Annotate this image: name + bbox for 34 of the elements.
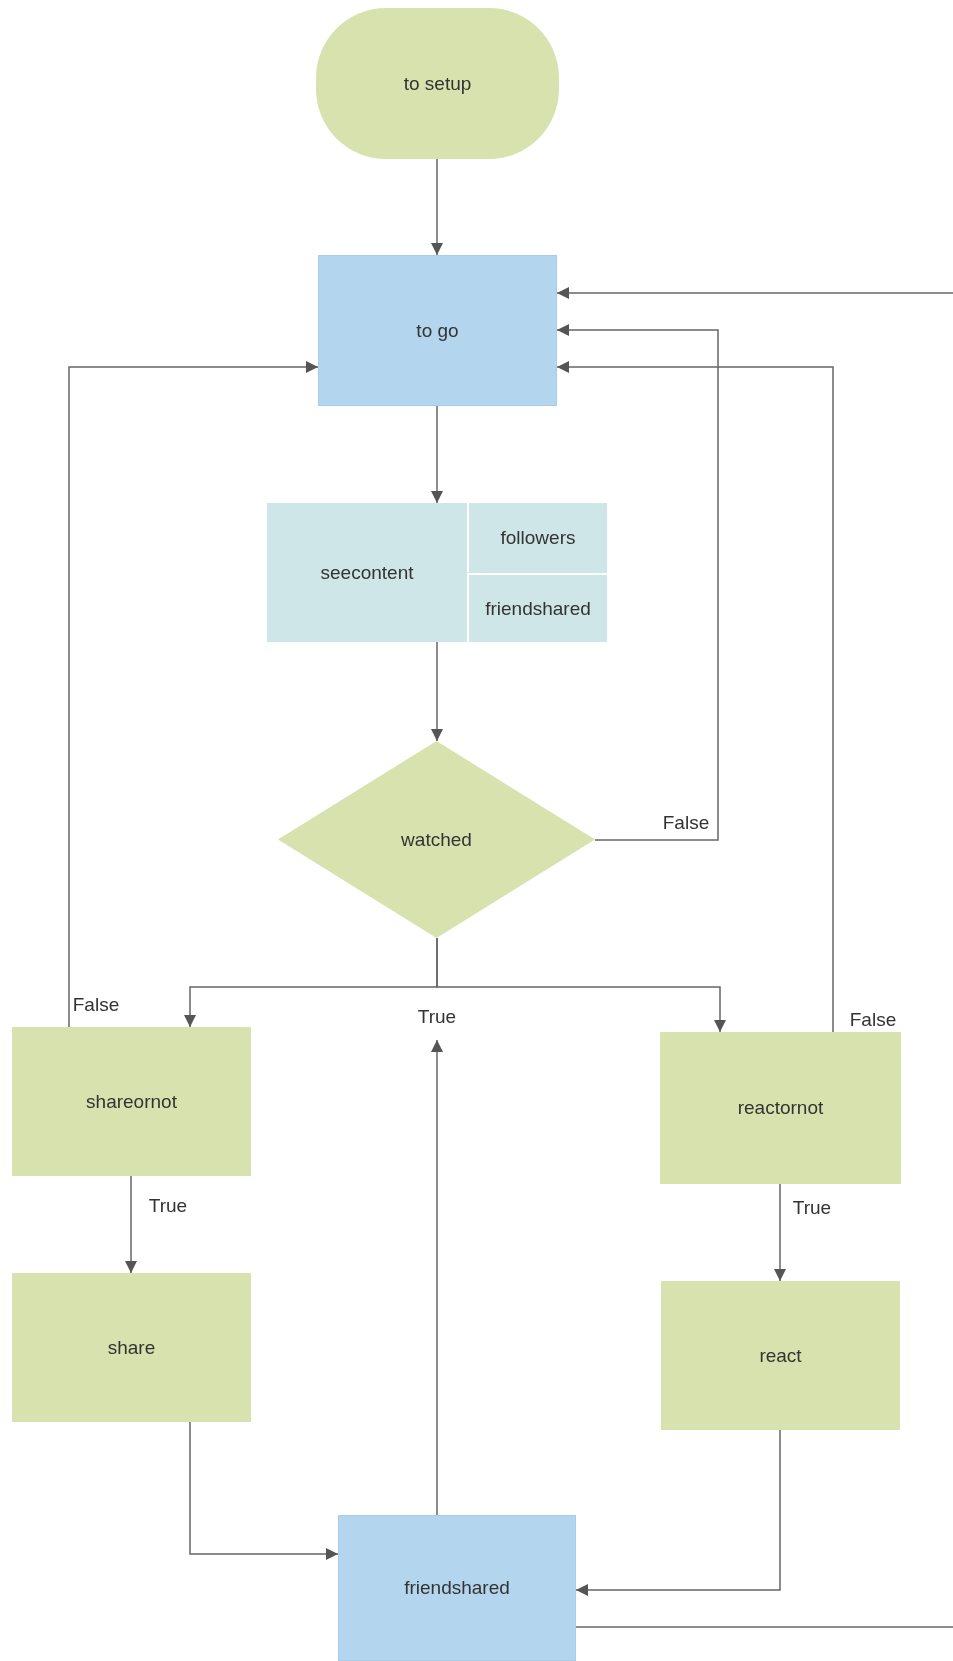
arrow xyxy=(431,405,443,504)
node-text: to go xyxy=(416,319,459,342)
arrow xyxy=(431,641,443,742)
node-text: reactornot xyxy=(737,1097,824,1119)
arrow xyxy=(189,1421,339,1560)
node-text: seecontent xyxy=(319,560,415,585)
node-text: followers xyxy=(500,526,576,549)
process-box xyxy=(12,1273,251,1422)
arrow xyxy=(556,287,953,299)
arrow xyxy=(556,324,719,841)
arrow xyxy=(431,158,443,256)
arrow xyxy=(575,1429,781,1596)
node-text: watched xyxy=(401,828,472,851)
process-box xyxy=(338,1515,576,1661)
process-box xyxy=(660,1032,901,1184)
node-text: friendshared xyxy=(404,1577,510,1599)
arrow xyxy=(431,1039,443,1516)
arrow xyxy=(774,1183,786,1282)
node-text: friendshared xyxy=(485,597,591,620)
node-text: share xyxy=(107,1336,156,1359)
node-text: to setup xyxy=(403,72,472,95)
node-text: react xyxy=(759,1344,802,1367)
arrow xyxy=(436,937,726,1033)
arrow xyxy=(125,1175,137,1274)
node-text: shareornot xyxy=(86,1090,177,1113)
process-box xyxy=(661,1281,900,1430)
connector-line xyxy=(575,1626,953,1628)
record-box xyxy=(267,503,607,642)
decision-diamond xyxy=(278,741,595,938)
field-cell xyxy=(467,573,607,642)
arrow xyxy=(556,361,834,1033)
arrow xyxy=(68,361,319,1028)
process-box xyxy=(318,255,557,406)
process-box xyxy=(12,1027,251,1176)
